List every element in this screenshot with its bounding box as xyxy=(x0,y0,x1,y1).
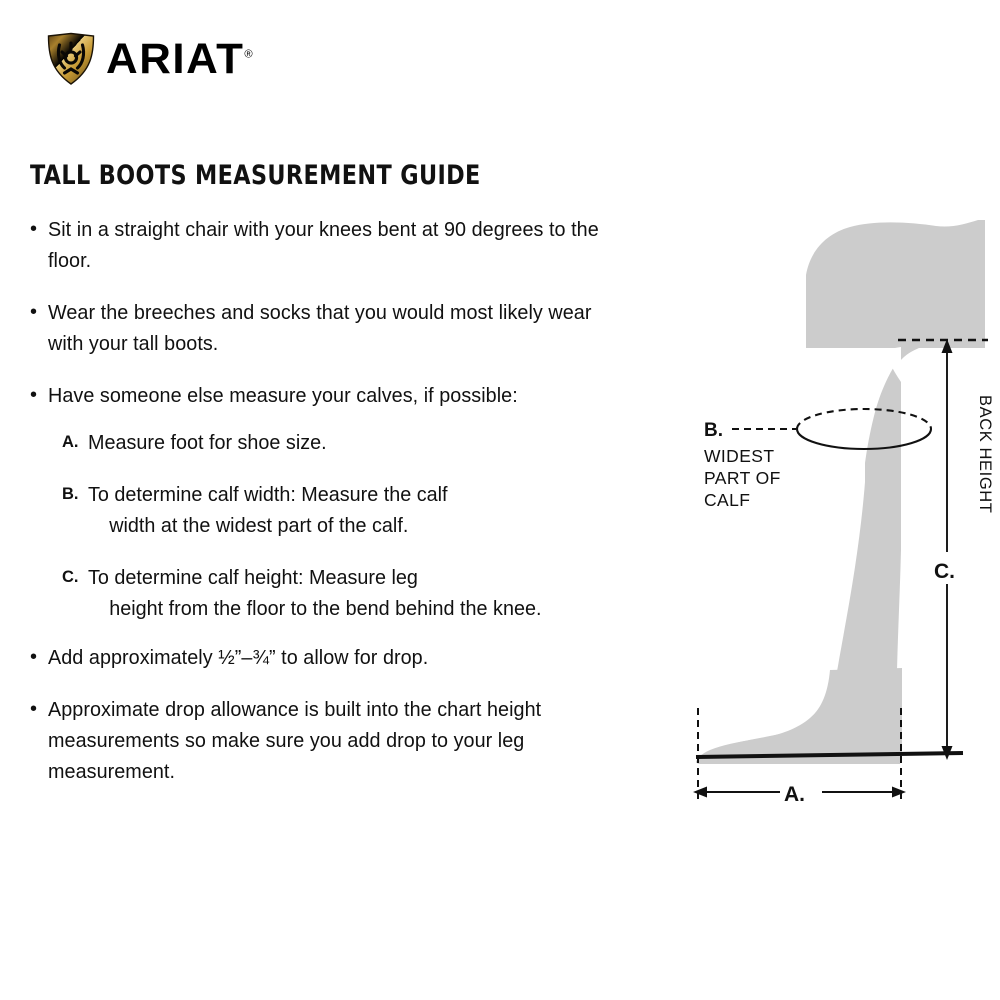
list-item: • Have someone else measure your calves,… xyxy=(30,380,630,411)
list-item: • Add approximately ½”–¾” to allow for d… xyxy=(30,642,630,673)
bullet-glyph: • xyxy=(30,301,38,323)
calf-ellipse-top-dashed xyxy=(795,407,933,430)
bullet-glyph: • xyxy=(30,646,38,668)
ariat-logo: ARIAT® xyxy=(45,32,253,86)
c-label-backdrop xyxy=(930,552,966,584)
a-arrow-head-left xyxy=(693,786,707,798)
leg-measurement-diagram: B. WIDEST PART OF CALF BACK HEIGHT C. xyxy=(660,200,1000,820)
sub-item-a-text: Measure foot for shoe size. xyxy=(88,431,327,454)
ground-line xyxy=(695,751,964,759)
instructions-column: TALL BOOTS MEASUREMENT GUIDE • Sit in a … xyxy=(30,160,630,808)
bullet-drop-text: Add approximately ½”–¾” to allow for dro… xyxy=(48,646,429,669)
a-arrow-head-right xyxy=(892,786,906,798)
a-label-backdrop xyxy=(780,777,822,807)
calf-ellipse-bottom-solid xyxy=(795,428,933,451)
back-height-arrow-head-up xyxy=(941,339,953,353)
sub-item-b-letter: B. xyxy=(62,485,79,503)
label-back-height: BACK HEIGHT xyxy=(976,395,994,513)
label-b-letter: B. xyxy=(704,420,723,441)
sub-item-a-letter: A. xyxy=(62,433,79,451)
bullet-glyph: • xyxy=(30,698,38,720)
sub-item-b-text: To determine calf width: Measure the cal… xyxy=(88,483,448,537)
page-title: TALL BOOTS MEASUREMENT GUIDE xyxy=(30,160,481,191)
label-b-desc-line2: PART OF xyxy=(704,468,781,488)
leg-foot-shape xyxy=(696,220,985,764)
bullet-wear-text: Wear the breeches and socks that you wou… xyxy=(48,301,592,355)
list-item: • Approximate drop allowance is built in… xyxy=(30,694,630,787)
label-a-letter: A. xyxy=(784,783,805,806)
bullet-glyph: • xyxy=(30,218,38,240)
knee-notch xyxy=(883,347,901,382)
list-item: • Sit in a straight chair with your knee… xyxy=(30,214,630,276)
label-c-letter: C. xyxy=(934,560,955,583)
ariat-shield-icon xyxy=(45,32,97,86)
label-b-desc-line3: CALF xyxy=(704,490,750,510)
registered-trademark-icon: ® xyxy=(244,48,253,61)
bullet-allowance-text: Approximate drop allowance is built into… xyxy=(48,698,542,783)
sub-item-c: C. To determine calf height: Measure leg… xyxy=(62,562,630,624)
sub-item-c-letter: C. xyxy=(62,568,79,586)
sub-item-b: B. To determine calf width: Measure the … xyxy=(62,479,630,541)
ariat-wordmark: ARIAT® xyxy=(106,34,253,83)
list-item: • Wear the breeches and socks that you w… xyxy=(30,297,630,359)
sub-item-a: A. Measure foot for shoe size. xyxy=(62,427,630,458)
label-b-desc-line1: WIDEST xyxy=(704,446,774,466)
bullet-measure-text: Have someone else measure your calves, i… xyxy=(48,384,518,407)
bullet-sit-text: Sit in a straight chair with your knees … xyxy=(48,218,599,272)
bullet-glyph: • xyxy=(30,384,38,406)
